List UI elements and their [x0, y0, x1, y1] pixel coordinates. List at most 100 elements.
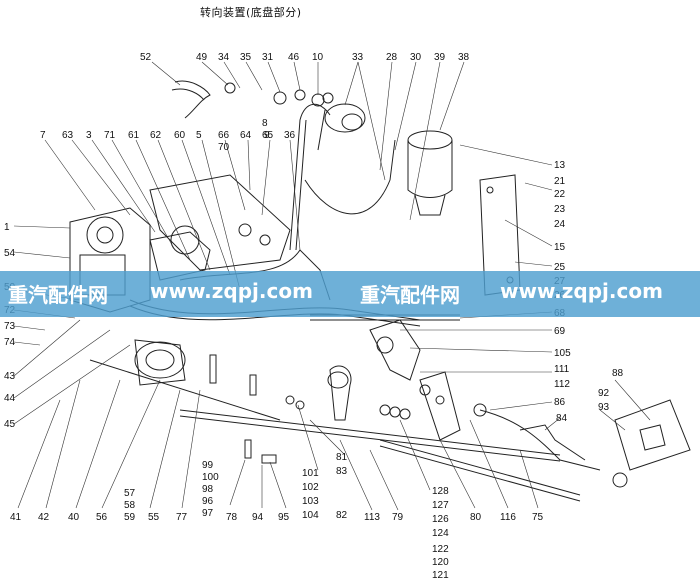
harness-84: [473, 403, 628, 488]
callout-number: 31: [262, 52, 274, 63]
callout-number: 105: [554, 348, 571, 359]
callout-number: 42: [38, 512, 50, 523]
callout-number: 116: [500, 512, 516, 523]
valve-assembly-33: [317, 103, 366, 151]
pitman-arm-105: [369, 319, 421, 381]
small-bolts: [209, 354, 431, 464]
callout-number: 98: [202, 484, 214, 495]
callout-number: 57: [124, 488, 136, 499]
callout-number: 104: [302, 510, 319, 521]
callout-number: 1: [4, 222, 10, 233]
callout-number: 75: [532, 512, 544, 523]
fittings-top: [224, 82, 334, 107]
callout-number: 62: [150, 130, 162, 141]
callout-number: 95: [278, 512, 290, 523]
bracket-116: [419, 371, 461, 441]
callout-number: 46: [288, 52, 300, 63]
callout-number: 92: [598, 388, 610, 399]
callout-number: 124: [432, 528, 449, 539]
callout-number: 58: [124, 500, 136, 511]
callout-number: 25: [554, 262, 566, 273]
long-rods: [89, 359, 581, 502]
callout-number: 100: [202, 472, 219, 483]
callout-number: 56: [96, 512, 108, 523]
callout-number: 82: [336, 510, 348, 521]
diagram-title: 转向装置(底盘部分): [200, 6, 302, 19]
steering-column-bracket: [149, 174, 291, 271]
callout-number: 52: [140, 52, 152, 63]
callout-number: 9: [264, 130, 270, 141]
callout-number: 103: [302, 496, 319, 507]
oil-reservoir-38: [407, 130, 453, 216]
callout-number: 80: [470, 512, 482, 523]
callout-number: 45: [4, 419, 16, 430]
callout-number: 84: [556, 413, 568, 424]
callout-number: 86: [554, 397, 566, 408]
callout-number: 111: [554, 364, 570, 375]
callout-number: 70: [218, 142, 230, 153]
callout-number: 94: [252, 512, 264, 523]
callout-number: 40: [68, 512, 80, 523]
callout-number: 22: [554, 189, 566, 200]
callout-number: 63: [62, 130, 74, 141]
callout-number: 23: [554, 204, 566, 215]
callout-number: 74: [4, 337, 16, 348]
plate-88: [614, 399, 691, 471]
top-hose-52: [171, 80, 211, 119]
callout-number: 8: [262, 118, 268, 129]
callout-number: 13: [554, 160, 566, 171]
callout-number: 43: [4, 371, 16, 382]
watermark-band: [0, 271, 700, 317]
watermark-text-cn: 重汽配件网: [8, 283, 108, 307]
callout-number: 113: [364, 512, 380, 523]
callout-number: 121: [432, 570, 449, 581]
callout-number: 33: [352, 52, 364, 63]
callout-number: 36: [284, 130, 296, 141]
callout-number: 128: [432, 486, 449, 497]
lower-arm-assembly: [327, 365, 352, 421]
callout-number: 44: [4, 393, 16, 404]
watermark-text-url: www.zqpj.com: [500, 279, 663, 303]
callout-number: 34: [218, 52, 230, 63]
pump-45: [134, 339, 186, 386]
callout-number: 93: [598, 402, 610, 413]
callout-number: 5: [196, 130, 202, 141]
callout-number: 65: [262, 130, 274, 141]
callout-number: 7: [40, 130, 46, 141]
callout-number: 66: [218, 130, 230, 141]
callout-number: 122: [432, 544, 449, 555]
callout-number: 81: [336, 452, 348, 463]
callout-number: 24: [554, 219, 566, 230]
callout-number: 21: [554, 176, 566, 187]
callout-number: 28: [386, 52, 398, 63]
callout-number: 127: [432, 500, 449, 511]
callout-number: 99: [202, 460, 214, 471]
callout-number: 64: [240, 130, 252, 141]
callout-number: 69: [554, 326, 566, 337]
callout-number: 101: [302, 468, 319, 479]
callout-number: 71: [104, 130, 116, 141]
callout-number: 73: [4, 321, 16, 332]
callout-number: 3: [86, 130, 92, 141]
callout-number: 35: [240, 52, 252, 63]
callout-number: 41: [10, 512, 22, 523]
callout-number: 38: [458, 52, 470, 63]
callout-number: 49: [196, 52, 208, 63]
callout-number: 78: [226, 512, 238, 523]
callout-number: 39: [434, 52, 446, 63]
callout-number: 112: [554, 379, 570, 390]
watermark-text-cn: 重汽配件网: [360, 283, 460, 307]
callout-number: 79: [392, 512, 404, 523]
callout-number: 120: [432, 557, 449, 568]
callout-number: 97: [202, 508, 214, 519]
callout-number: 15: [554, 242, 566, 253]
callout-number: 77: [176, 512, 188, 523]
callout-number: 83: [336, 466, 348, 477]
callout-number: 54: [4, 248, 16, 259]
callout-number: 10: [312, 52, 324, 63]
watermark-text-url: www.zqpj.com: [150, 279, 313, 303]
callout-number: 61: [128, 130, 140, 141]
callout-number: 126: [432, 514, 449, 525]
callout-number: 30: [410, 52, 422, 63]
